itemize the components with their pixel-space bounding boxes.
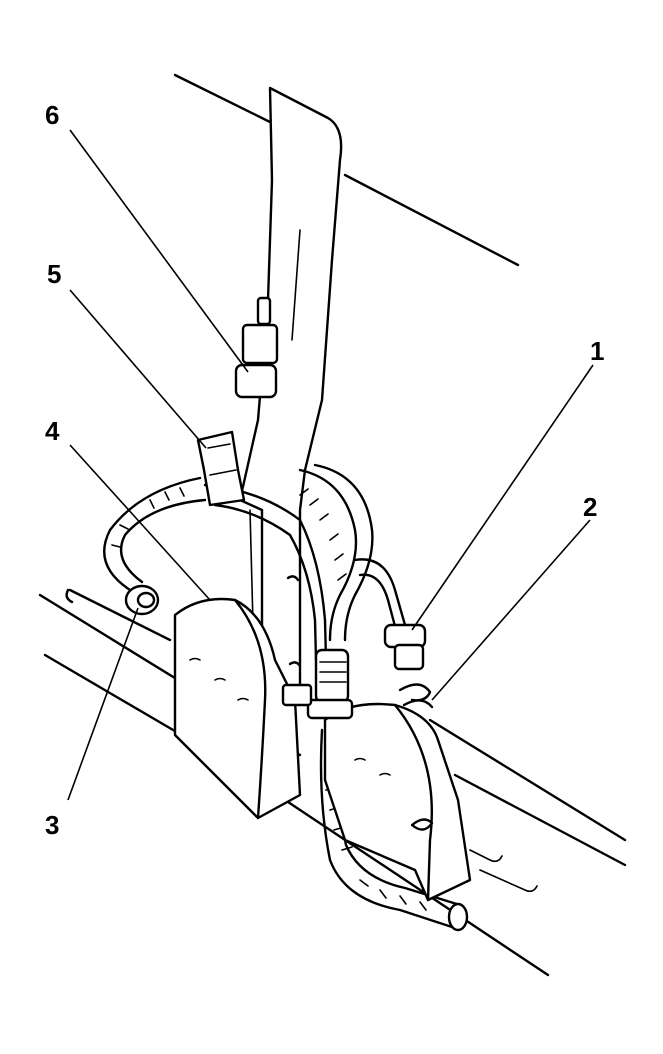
leader-line-6: [69, 129, 249, 373]
vertical-bracket: [238, 86, 343, 701]
upper-frame-rail: [173, 73, 520, 267]
leader-line-1: [411, 364, 594, 631]
callout-6: 6: [45, 100, 59, 130]
leader-line-2: [431, 519, 591, 701]
connector-5: [196, 430, 246, 507]
connector-3: [124, 584, 160, 616]
leader-lines: [67, 129, 594, 801]
callout-4: 4: [45, 416, 60, 446]
leader-line-4: [69, 444, 211, 601]
callout-labels: 6 5 4 3 1 2: [45, 100, 604, 840]
connector-1: [383, 623, 427, 671]
connector-2: [398, 683, 434, 709]
callout-2: 2: [583, 492, 597, 522]
connector-6: [234, 296, 279, 399]
callout-3: 3: [45, 810, 59, 840]
leader-line-3: [67, 607, 139, 801]
leader-line-5: [69, 289, 207, 449]
center-connector: [281, 648, 354, 720]
left-horn: [173, 597, 302, 820]
callout-1: 1: [590, 336, 604, 366]
wiring-harness: [103, 463, 469, 932]
callout-5: 5: [47, 259, 61, 289]
